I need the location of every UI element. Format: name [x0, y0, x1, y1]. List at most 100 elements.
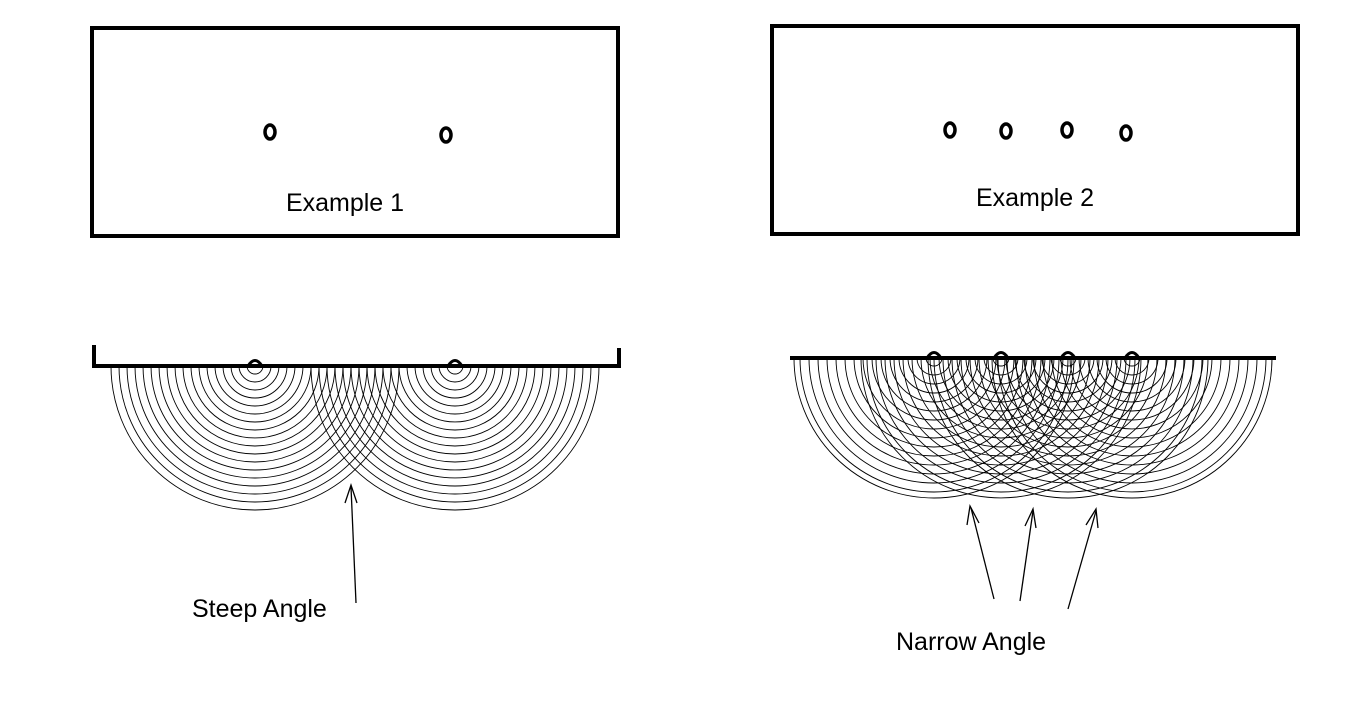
- example-1-source-2-wavefront-2: [438, 365, 472, 383]
- example-2-source-4-wavefront-3: [1105, 357, 1159, 385]
- example-2-source-3-wavefront-5: [1023, 357, 1113, 403]
- example-2-source-4-wavefront-15: [997, 357, 1267, 493]
- example-2-source-2-wavefront-9: [920, 357, 1082, 439]
- example-2-source-3-wavefront-6: [1014, 357, 1122, 412]
- example-2-emitter-3: [1059, 351, 1077, 359]
- example-1-source-2-wavefront-12: [358, 365, 552, 463]
- example-2-source-4-wavefront-10: [1042, 357, 1222, 448]
- example-2-wavefronts: [793, 357, 1273, 499]
- example-2-source-3-wavefront-11: [969, 357, 1167, 457]
- example-1-source-1-wavefront-12: [158, 365, 352, 463]
- example-2-source-2-wavefront-16: [860, 357, 1142, 499]
- steep-angle-arrow: [350, 486, 357, 604]
- example-1-source-1-wavefront-7: [198, 365, 312, 423]
- example-2-source-4-wavefront-12: [1024, 357, 1240, 466]
- narrow-angle-label: Narrow Angle: [896, 628, 1046, 656]
- steep-angle-label: Steep Angle: [192, 595, 327, 623]
- example-1-source-1-wavefront-8: [190, 365, 320, 431]
- example-1-source-2-wavefront-13: [350, 365, 560, 471]
- example-2-source-2-wavefront-10: [911, 357, 1091, 448]
- example-1-source-1-wavefront-3: [230, 365, 280, 391]
- example-2-source-1-wavefront-4: [898, 357, 970, 394]
- example-1-source-2: [439, 126, 453, 144]
- example-1-baseline: [92, 345, 621, 368]
- example-2-source-2-wavefront-4: [965, 357, 1037, 394]
- example-1-source-1-wavefront-11: [166, 365, 344, 455]
- example-2-source-3-wavefront-16: [927, 357, 1209, 499]
- example-2-source-2-wavefront-12: [893, 357, 1109, 466]
- example-2-emitter-4: [1123, 351, 1141, 359]
- example-1-title: Example 1: [286, 189, 404, 217]
- example-1-emitter-1: [246, 359, 264, 367]
- example-2-emitter-1: [925, 351, 943, 359]
- example-2-source-4-wavefront-11: [1033, 357, 1231, 457]
- narrow-angle-arrowhead-1: [966, 503, 980, 526]
- example-1-source-1-wavefront-15: [134, 365, 376, 487]
- example-1-source-1-wavefront-9: [182, 365, 328, 439]
- example-1-source-2-wavefront-15: [334, 365, 576, 487]
- example-2-source-4: [1119, 124, 1133, 142]
- example-2-source-4-wavefront-13: [1015, 357, 1249, 475]
- example-1-source-1-wavefront-13: [150, 365, 360, 471]
- example-2-source-4-wavefront-7: [1069, 357, 1195, 421]
- example-2-title: Example 2: [976, 184, 1094, 212]
- narrow-angle-arrowhead-3: [1085, 507, 1099, 529]
- example-2-source-4-wavefront-4: [1096, 357, 1168, 394]
- example-2-source-4-wavefront-14: [1006, 357, 1258, 484]
- example-2-source-3-wavefront-10: [978, 357, 1158, 448]
- example-2-source-4-wavefront-8: [1060, 357, 1204, 430]
- example-1-source-2-wavefront-10: [374, 365, 536, 447]
- narrow-angle-arrow-3: [1067, 510, 1097, 610]
- example-1-source-2-wavefront-17: [318, 365, 592, 503]
- example-1-source-1-wavefront-5: [214, 365, 296, 407]
- steep-angle-annotation: Steep Angle: [192, 482, 358, 623]
- example-2-panel: Example 2: [770, 24, 1300, 236]
- narrow-angle-arrowhead-2: [1024, 506, 1037, 529]
- example-2-source-1-wavefront-15: [799, 357, 1069, 493]
- example-1-source-1-wavefront-17: [118, 365, 392, 503]
- example-2-source-3-wavefront-15: [933, 357, 1203, 493]
- example-1-source-2-wavefront-14: [342, 365, 568, 479]
- example-1-source-2-wavefront-11: [366, 365, 544, 455]
- example-1-source-2-wavefront-9: [382, 365, 528, 439]
- example-1-source-1-wavefront-10: [174, 365, 336, 447]
- example-2-source-3-wavefront-13: [951, 357, 1185, 475]
- example-2-source-4-wavefront-2: [1114, 357, 1150, 376]
- example-2-source-2-wavefront-2: [983, 357, 1019, 376]
- example-2-frame: [770, 24, 1300, 236]
- example-1-source-1-wavefront-6: [206, 365, 304, 415]
- example-2-source-1-wavefront-11: [835, 357, 1033, 457]
- example-1-source-2-wavefront-3: [430, 365, 480, 391]
- example-2-source-2: [999, 122, 1013, 140]
- example-1-source-2-wavefront-6: [406, 365, 504, 415]
- example-1-source-2-wavefront-5: [414, 365, 496, 407]
- example-1-source-1-wavefront-2: [238, 365, 272, 383]
- example-2-source-1-wavefront-2: [916, 357, 952, 376]
- example-2-source-1-wavefront-9: [853, 357, 1015, 439]
- example-2-source-2-wavefront-15: [866, 357, 1136, 493]
- example-1-wavefronts: [110, 365, 600, 511]
- example-2-source-1: [943, 121, 957, 139]
- example-1-panel: Example 1: [90, 26, 620, 238]
- example-2-emitter-2: [992, 351, 1010, 359]
- example-1-source-2-wavefront-1: [446, 365, 464, 375]
- example-2-source-2-wavefront-6: [947, 357, 1055, 412]
- example-1-source-2-wavefront-4: [422, 365, 488, 399]
- example-2-source-1-wavefront-16: [793, 357, 1075, 499]
- example-1-source-1-wavefront-18: [110, 365, 400, 511]
- example-2-source-2-wavefront-1: [992, 357, 1010, 367]
- narrow-angle-annotation: Narrow Angle: [896, 503, 1099, 656]
- example-2-source-1-wavefront-14: [808, 357, 1060, 484]
- example-1-source-2-wavefront-16: [326, 365, 584, 495]
- example-2-source-3: [1060, 121, 1074, 139]
- narrow-angle-arrow-2: [1019, 510, 1034, 602]
- narrow-angle-arrow-1: [970, 507, 995, 600]
- example-1-source-1: [263, 123, 277, 141]
- example-1-emitter-2: [446, 359, 464, 367]
- example-2-source-3-wavefront-3: [1041, 357, 1095, 385]
- example-1-source-1-wavefront-4: [222, 365, 288, 399]
- example-2-source-4-wavefront-6: [1078, 357, 1186, 412]
- example-2-source-4-wavefront-5: [1087, 357, 1177, 403]
- example-2-wavefield: [790, 351, 1276, 499]
